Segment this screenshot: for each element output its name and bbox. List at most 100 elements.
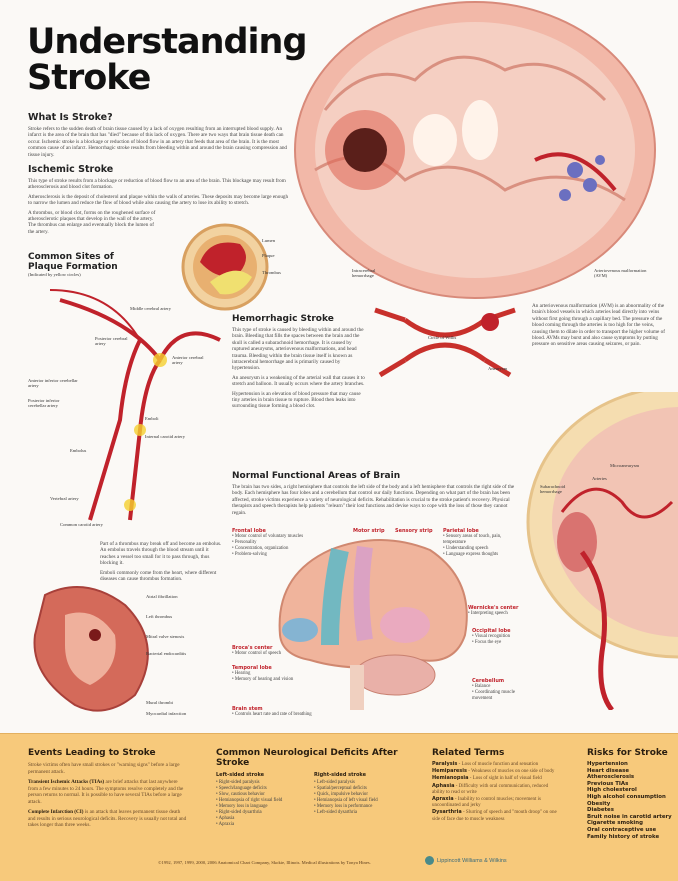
hemorrhagic-text-1: This type of stroke is caused by bleedin… xyxy=(232,327,364,372)
brain-section-illustration xyxy=(526,392,678,710)
left-deficit-item: Right-sided dysarthria xyxy=(216,810,306,816)
area-item: Understanding speech xyxy=(443,546,523,552)
label-aneurysm: Aneurysm xyxy=(488,366,508,371)
area-wernickes-center: Wernicke's centerInterpreting speech xyxy=(468,605,528,617)
area-item: Interpreting speech xyxy=(468,611,528,617)
what-is-stroke-text: Stroke refers to the sudden death of bra… xyxy=(28,126,288,158)
left-sided-title: Left-sided stroke xyxy=(216,772,265,778)
publisher-logo-icon xyxy=(425,856,434,865)
events-text-1: Stroke victims often have small strokes … xyxy=(28,762,180,775)
area-item: Concentration, organization xyxy=(232,546,327,552)
area-name: Parietal lobe xyxy=(443,528,479,534)
label-mural-thrombi: Mural thrombi xyxy=(146,700,173,705)
label-embolus: Embolus xyxy=(70,448,87,453)
hemorrhagic-text-3: Hypertension is an elevation of blood pr… xyxy=(232,390,361,410)
embolus-text-1: Part of a thrombus may break off and bec… xyxy=(100,541,222,567)
hemorrhagic-text-2: An aneurysm is a weakening of the arteri… xyxy=(232,374,365,388)
risk-item: High alcohol consumption xyxy=(587,793,666,800)
label-intracerebral-hemorrhage: Intracerebral hemorrhage xyxy=(352,268,376,278)
label-circle-of-willis: Circle of Willis xyxy=(428,335,457,340)
area-item: Language express thoughts xyxy=(443,552,523,558)
term-definition: Difficulty with oral communication, redu… xyxy=(432,783,549,795)
title-line-1: Understanding xyxy=(27,22,308,62)
events-heading: Events Leading to Stroke xyxy=(28,748,156,758)
area-name: Brain stem xyxy=(232,706,263,712)
tia-text: are brief attacks that last anywhere fro… xyxy=(28,779,184,805)
label-left-thrombus: Left thrombus xyxy=(146,614,173,619)
risk-item: Oral contraceptive use xyxy=(587,826,657,833)
label-pica: Posterior inferior cerebellar artery xyxy=(28,398,60,408)
tia-term: Transient Ischemic Attacks (TIAs) xyxy=(28,779,105,785)
area-item: Coordinating muscle movement xyxy=(472,690,527,702)
area-name: Occipital lobe xyxy=(472,628,511,634)
ischemic-text-3: A thrombus, or blood clot, forms on the … xyxy=(28,209,156,235)
area-item: Problem-solving xyxy=(232,552,327,558)
label-plaque: Plaque xyxy=(262,253,275,258)
what-is-stroke-heading: What Is Stroke? xyxy=(28,112,113,123)
left-deficit-item: Speech/language deficits xyxy=(216,786,306,792)
ischemic-stroke-heading: Ischemic Stroke xyxy=(28,164,114,176)
area-item: Controls heart rate and rate of breathin… xyxy=(232,712,352,718)
right-deficit-item: Left-sided dysarthria xyxy=(314,810,378,816)
functional-areas-heading: Normal Functional Areas of Brain xyxy=(232,471,401,481)
label-subarachnoid-hemorrhage: Subarachnoid hemorrhage xyxy=(540,484,566,494)
hemorrhagic-section: Hemorrhagic Stroke This type of stroke i… xyxy=(232,314,368,410)
area-item: Focus the eye xyxy=(472,640,527,646)
common-sites-heading-line2: Plaque Formation xyxy=(28,262,118,272)
related-terms-heading: Related Terms xyxy=(432,748,505,758)
left-deficit-item: Memory loss in language xyxy=(216,804,306,810)
label-common-carotid: Common carotid artery xyxy=(60,522,103,527)
label-arteries: Arteries xyxy=(592,476,607,481)
functional-areas-text: The brain has two sides, a right hemisph… xyxy=(232,484,515,516)
area-item: Memory of hearing and vision xyxy=(232,677,312,683)
label-myocardial-infarction: Myocardial infarction xyxy=(146,711,187,716)
term-item: Aphasia - Difficulty with oral communica… xyxy=(432,782,549,795)
term-item: Hemianopsia - Loss of sight in half of v… xyxy=(432,775,542,782)
risk-item: Cigarette smoking xyxy=(587,820,643,827)
area-brain-stem: Brain stemControls heart rate and rate o… xyxy=(232,706,352,718)
term-name: Aphasia xyxy=(432,782,455,789)
label-internal-carotid: Internal carotid artery xyxy=(145,434,186,439)
area-name: Wernicke's center xyxy=(468,605,519,611)
risk-item: Bruit noise in carotid artery xyxy=(587,813,672,820)
label-emboli: Emboli xyxy=(145,416,159,421)
cerebral-arteries-illustration xyxy=(49,289,221,521)
deficits-section: Common Neurological Deficits After Strok… xyxy=(216,748,416,828)
term-name: Hemianopsia xyxy=(432,775,469,782)
risk-item: Family history of stroke xyxy=(587,833,660,840)
area-item: Visual recognition xyxy=(472,634,527,640)
area-cerebellum: CerebellumBalanceCoordinating muscle mov… xyxy=(472,678,527,702)
brain-lateral-illustration xyxy=(278,539,468,710)
label-microaneurysm: Microaneurysm xyxy=(610,463,640,468)
area-item: Sensory areas of touch, pain, temperatur… xyxy=(443,534,523,546)
label-posterior-cerebral-artery: Posterior cerebral artery xyxy=(95,336,128,346)
brain-coronal-illustration xyxy=(294,1,656,299)
risk-item: Heart disease xyxy=(587,767,629,774)
label-avm: Arteriovenous malformation (AVM) xyxy=(594,268,647,278)
common-sites-heading: Common Sites of Plaque Formation (Indica… xyxy=(28,252,118,277)
risk-item: Hypertension xyxy=(587,761,628,767)
risk-item: High cholesterol xyxy=(587,787,637,794)
area-item: Balance xyxy=(472,684,527,690)
events-section: Events Leading to Stroke Stroke victims … xyxy=(28,748,188,829)
right-deficit-item: Hemianopsia of left visual field xyxy=(314,798,378,804)
ci-term: Complete Infarction (CI) xyxy=(28,809,84,815)
ischemic-text-2: Atherosclerosis is the deposit of choles… xyxy=(28,193,289,207)
area-brocas-center: Broca's centerMotor control of speech xyxy=(232,645,302,657)
label-bacterial-endocarditis: Bacterial endocarditis xyxy=(146,651,187,656)
area-motor-strip: Motor strip xyxy=(353,528,385,534)
area-temporal-lobe: Temporal lobeHearingMemory of hearing an… xyxy=(232,665,312,683)
label-aica: Anterior inferior cerebellar artery xyxy=(28,378,78,388)
label-atrial-fibrillation: Atrial fibrillation xyxy=(146,594,178,599)
risk-item: Atherosclerosis xyxy=(587,774,635,781)
right-deficit-item: Left-sided paralysis xyxy=(314,780,378,786)
embolus-text-2: Emboli commonly come from the heart, whe… xyxy=(100,569,217,583)
area-item: Motor control of speech xyxy=(232,651,302,657)
embolus-text: Part of a thrombus may break off and bec… xyxy=(100,538,222,582)
label-mitral-valve-stenosis: Mitral valve stenosis xyxy=(146,634,185,639)
risk-item: Diabetes xyxy=(587,807,614,814)
term-name: Hemiparesis xyxy=(432,768,467,775)
term-definition: Slurring of speech and "mouth droop" on … xyxy=(432,810,557,822)
what-is-stroke-section: What Is Stroke? Stroke refers to the sud… xyxy=(28,112,290,235)
